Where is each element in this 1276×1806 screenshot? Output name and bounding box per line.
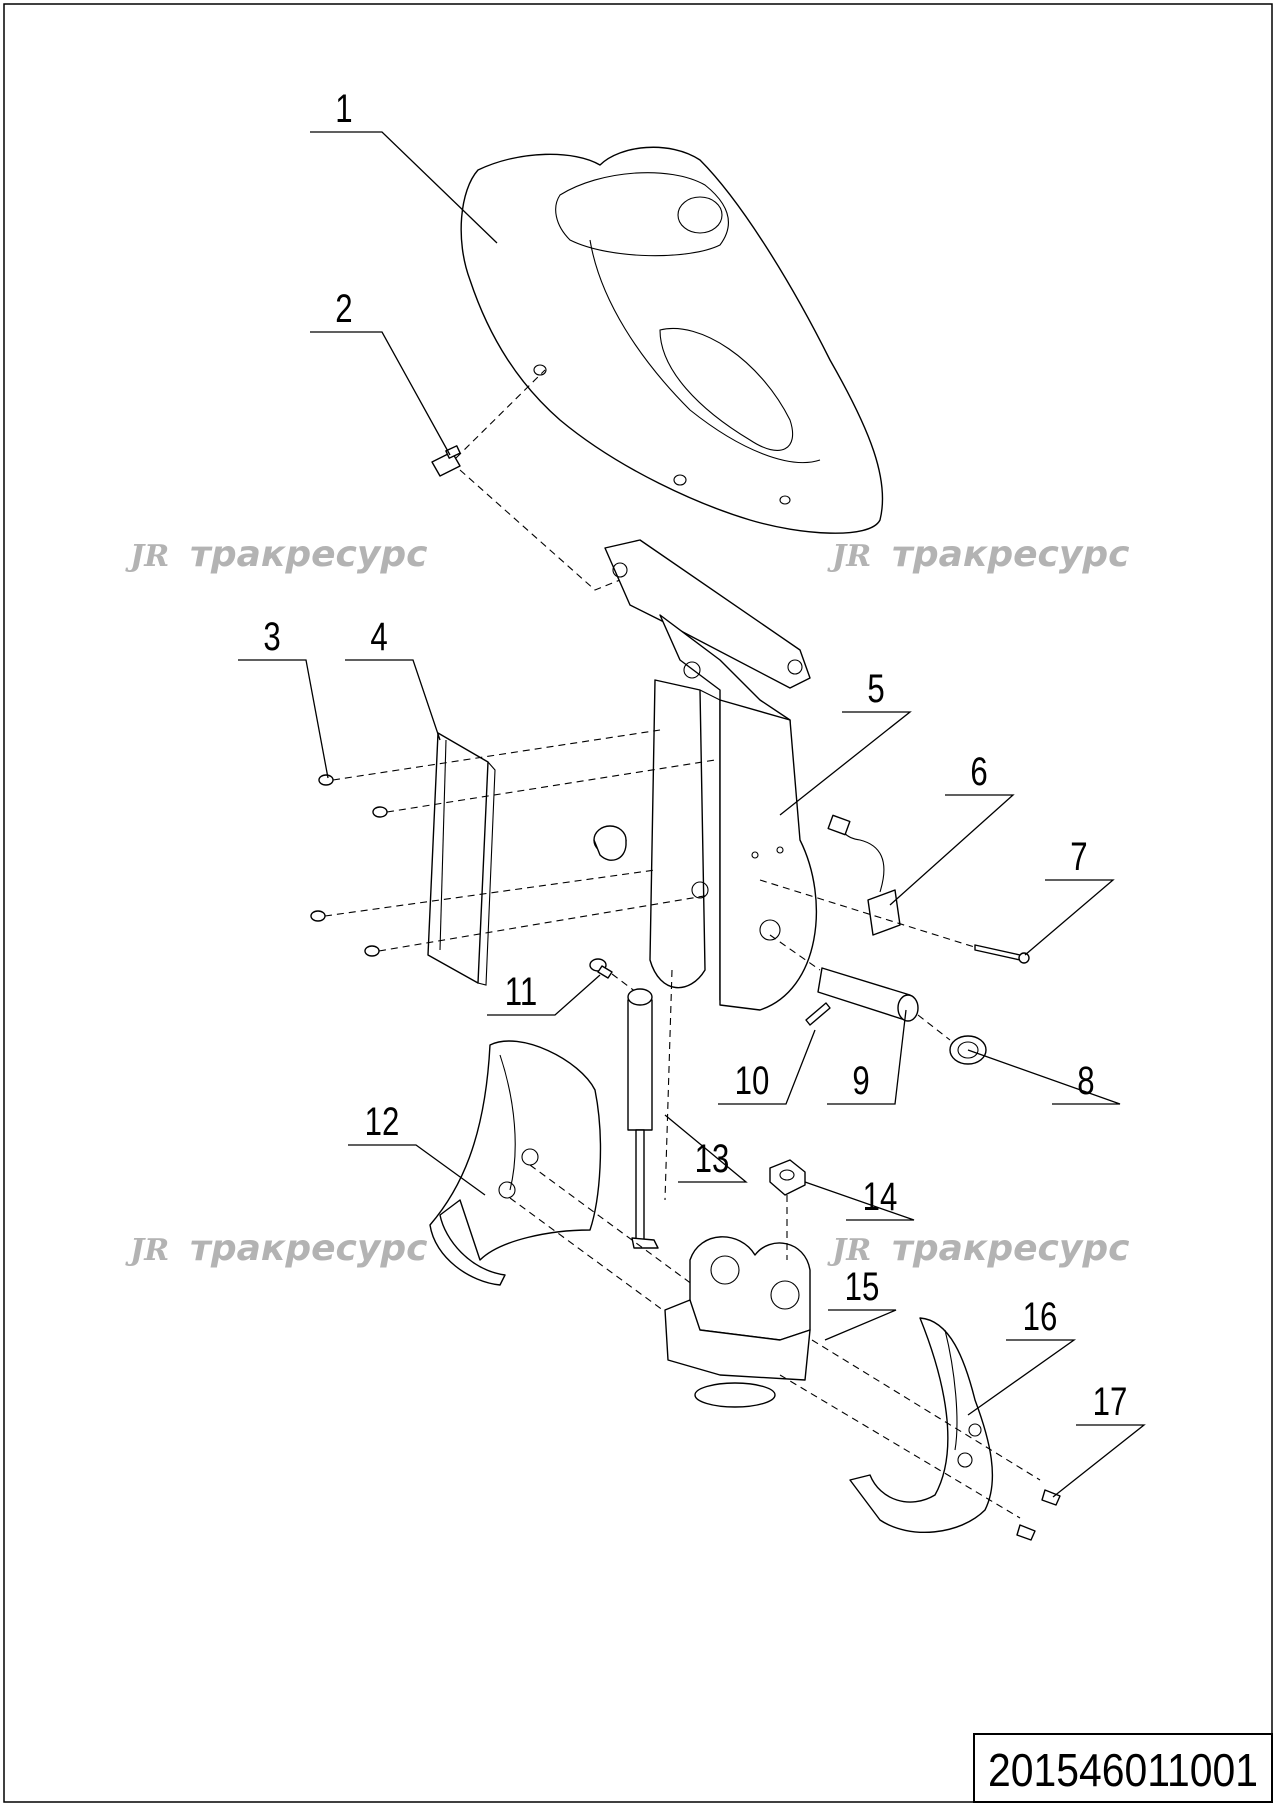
callout-10: 10	[735, 1058, 770, 1103]
callout-5: 5	[867, 666, 884, 711]
callout-16: 16	[1023, 1294, 1058, 1339]
part-2-bolt	[431, 445, 461, 477]
part-9-pin	[817, 967, 919, 1022]
document-number: 201546011001	[988, 1744, 1258, 1796]
callout-1: 1	[335, 86, 352, 131]
callout-11: 11	[505, 969, 537, 1014]
part-17-screws	[1016, 1489, 1061, 1541]
part-12-left-guard	[429, 1040, 602, 1286]
callout-3: 3	[263, 614, 280, 659]
watermark-text: тракресурс	[190, 1228, 427, 1269]
part-4-cover-plate	[427, 732, 496, 986]
callout-leaders	[238, 131, 1146, 1498]
part-5-column-bracket	[604, 539, 817, 1011]
watermark-bottom-left: JR тракресурс	[125, 1228, 427, 1269]
callout-numbers: 1 2 3 4 5 6 7 8 9 10 11 12 13 14 15 16 1…	[263, 86, 1127, 1424]
callout-8: 8	[1077, 1058, 1094, 1103]
callout-9: 9	[852, 1058, 869, 1103]
callout-14: 14	[863, 1174, 898, 1219]
watermark-logo: JR	[125, 1233, 169, 1268]
part-14-nut	[769, 1159, 806, 1196]
part-6-sensor	[827, 814, 901, 936]
watermark-top-left: JR тракресурс	[125, 534, 427, 575]
part-11-screw	[589, 958, 613, 979]
sheet-frame	[3, 3, 1273, 1803]
part-16-right-guard	[849, 1317, 994, 1534]
callout-15: 15	[845, 1264, 880, 1309]
watermark-text: тракресурс	[892, 534, 1129, 575]
watermark-text: тракресурс	[190, 534, 427, 575]
document-number-box: 201546011001	[973, 1733, 1273, 1803]
callout-6: 6	[970, 749, 987, 794]
part-13-gas-spring	[627, 988, 659, 1249]
callout-12: 12	[365, 1099, 400, 1144]
part-3-screws	[310, 774, 388, 957]
callout-4: 4	[370, 614, 387, 659]
watermark-logo: JR	[827, 1233, 871, 1268]
part-15-base-block	[664, 1236, 811, 1408]
callout-17: 17	[1093, 1379, 1128, 1424]
callout-2: 2	[335, 286, 352, 331]
watermark-top-right: JR тракресурс	[827, 534, 1129, 575]
part-1-console-housing	[460, 146, 884, 534]
watermark-logo: JR	[827, 539, 871, 574]
part-10-split-pin	[805, 1002, 831, 1026]
watermark-logo: JR	[125, 539, 169, 574]
watermark-bottom-right: JR тракресурс	[827, 1228, 1129, 1269]
part-7-screw	[974, 944, 1030, 964]
bushing	[593, 825, 627, 861]
callout-7: 7	[1070, 834, 1087, 879]
watermark-text: тракресурс	[892, 1228, 1129, 1269]
callout-13: 13	[695, 1136, 730, 1181]
